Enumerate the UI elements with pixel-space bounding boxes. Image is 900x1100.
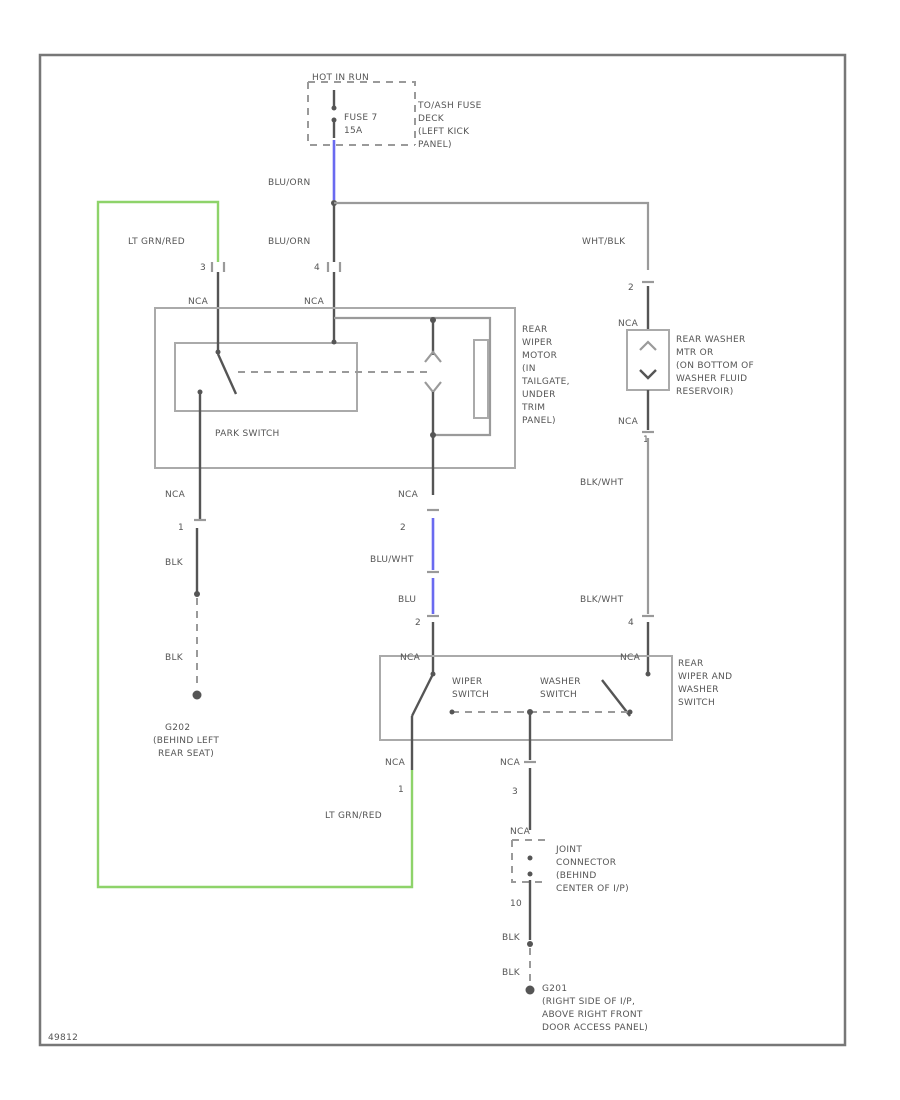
wire-label-lt-grn-red-top: LT GRN/RED	[128, 237, 185, 247]
joint-connector: JOINT CONNECTOR (BEHIND CENTER OF I/P)	[511, 839, 629, 894]
wire-feed-to-washer	[334, 201, 650, 270]
nca-h: NCA	[620, 653, 641, 663]
fuse-block: HOT IN RUN FUSE 7 15A TO/ASH FUSE DECK (…	[307, 73, 482, 150]
washer-label-5: RESERVOIR)	[676, 387, 734, 397]
nca-k: NCA	[510, 827, 531, 837]
pin-4-switch: 4	[628, 618, 634, 628]
g202-label-2: (BEHIND LEFT	[153, 736, 219, 746]
g201-label-1: G201	[542, 984, 567, 994]
washer-switch-label-2: SWITCH	[540, 690, 577, 700]
g201-label-3: ABOVE RIGHT FRONT	[542, 1010, 643, 1020]
nca-e: NCA	[618, 319, 639, 329]
wire-label-blk-upper: BLK	[165, 558, 184, 568]
g202-label-1: G202	[165, 723, 190, 733]
fuse-desc-2: DECK	[418, 114, 445, 124]
motor-label-7: TRIM	[521, 403, 545, 413]
switch-label-1: REAR	[678, 659, 704, 669]
fuse-hot-label: HOT IN RUN	[312, 73, 369, 83]
wire-label-wht-blk: WHT/BLK	[582, 237, 626, 247]
wire-label-lt-grn-red-bottom: LT GRN/RED	[325, 811, 382, 821]
wire-label-blk-lower: BLK	[165, 653, 184, 663]
joint-label-2: CONNECTOR	[556, 858, 616, 868]
diagram-frame	[38, 53, 847, 1047]
pin-10: 10	[510, 899, 522, 909]
pin-4-top: 4	[314, 263, 320, 273]
pin-1-switch: 1	[398, 785, 404, 795]
pin-2-switch: 2	[415, 618, 421, 628]
nca-b: NCA	[304, 297, 325, 307]
pin-2-washer: 2	[628, 283, 634, 293]
motor-label-1: REAR	[522, 325, 548, 335]
motor-label-6: UNDER	[522, 390, 556, 400]
switch-label-2: WIPER AND	[678, 672, 732, 682]
switch-label-3: WASHER	[678, 685, 719, 695]
wire-label-blu-orn-mid: BLU/ORN	[268, 237, 311, 247]
wiper-switch-label-2: SWITCH	[452, 690, 489, 700]
motor-label-3: MOTOR	[522, 351, 557, 361]
nca-j: NCA	[500, 758, 521, 768]
wire-label-blk-j2: BLK	[502, 968, 521, 978]
wire-label-blk-wht-lower: BLK/WHT	[580, 595, 624, 605]
ground-g201-symbol	[525, 985, 535, 995]
nca-g: NCA	[400, 653, 421, 663]
wire-label-blu: BLU	[398, 595, 416, 605]
switch-label-4: SWITCH	[678, 698, 715, 708]
motor-label-2: WIPER	[522, 338, 552, 348]
pin-1-motor: 1	[178, 523, 184, 533]
washer-label-2: MTR OR	[676, 348, 714, 358]
nca-f: NCA	[618, 417, 639, 427]
fuse-amps: 15A	[344, 126, 363, 136]
wire-label-blk-wht-upper: BLK/WHT	[580, 478, 624, 488]
washer-label-4: WASHER FLUID	[676, 374, 747, 384]
washer-label-1: REAR WASHER	[676, 335, 746, 345]
park-switch-label: PARK SWITCH	[215, 429, 280, 439]
fuse-desc-4: PANEL)	[418, 140, 452, 150]
rear-wiper-motor: PARK SWITCH REAR WIPER MOTOR (IN TAILGAT…	[154, 307, 570, 520]
fuse-desc-3: (LEFT KICK	[418, 127, 470, 137]
nca-c: NCA	[165, 490, 186, 500]
joint-label-3: (BEHIND	[556, 871, 597, 881]
g202-label-3: REAR SEAT)	[158, 749, 214, 759]
nca-d: NCA	[398, 490, 419, 500]
nca-i: NCA	[385, 758, 406, 768]
wire-label-blu-wht: BLU/WHT	[370, 555, 414, 565]
washer-switch-label-1: WASHER	[540, 677, 581, 687]
motor-label-5: TAILGATE,	[521, 377, 570, 387]
wiper-switch-label-1: WIPER	[452, 677, 482, 687]
motor-label-4: (IN	[522, 364, 536, 374]
figure-id: 49812	[48, 1033, 78, 1043]
washer-label-3: (ON BOTTOM OF	[676, 361, 754, 371]
wire-lt-grn-red-loop	[96, 200, 414, 889]
ground-g202-symbol	[192, 690, 202, 700]
g201-label-2: (RIGHT SIDE OF I/P,	[542, 997, 635, 1007]
wire-label-blu-orn-top: BLU/ORN	[268, 178, 311, 188]
fuse-label: FUSE 7	[344, 113, 378, 123]
motor-label-8: PANEL)	[522, 416, 556, 426]
rear-washer-motor: 2 NCA NCA 1 REAR WASHER MTR OR (ON BOTTO…	[618, 280, 754, 445]
nca-a: NCA	[188, 297, 209, 307]
pin-3-top: 3	[200, 263, 206, 273]
pin-1-washer: 1	[643, 435, 649, 445]
rear-wiper-washer-switch: NCA NCA WIPER SWITCH WASHER SWITCH REAR …	[379, 653, 732, 770]
joint-label-1: JOINT	[555, 845, 582, 855]
g201-label-4: DOOR ACCESS PANEL)	[542, 1023, 648, 1033]
joint-label-4: CENTER OF I/P)	[556, 884, 629, 894]
fuse-desc-1: TO/ASH FUSE	[417, 101, 482, 111]
wire-label-blk-j1: BLK	[502, 933, 521, 943]
pin-3-switch: 3	[512, 787, 518, 797]
pin-2-motor: 2	[400, 523, 406, 533]
